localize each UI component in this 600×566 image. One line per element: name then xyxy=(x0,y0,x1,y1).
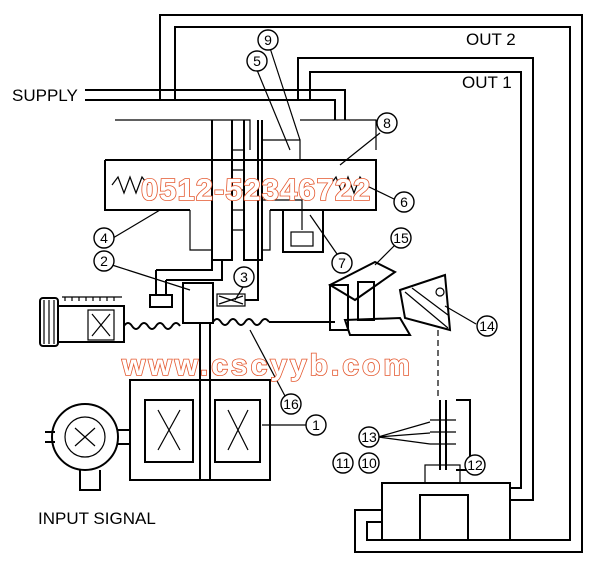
input-connector xyxy=(45,403,130,491)
feedback-spring xyxy=(123,318,335,330)
out1-label: OUT 1 xyxy=(462,73,512,92)
nozzle-tube xyxy=(149,250,223,308)
callout-7: 7 xyxy=(331,252,353,274)
svg-text:7: 7 xyxy=(338,255,346,271)
input-signal-label: INPUT SIGNAL xyxy=(38,509,156,528)
svg-text:8: 8 xyxy=(383,115,391,131)
svg-text:10: 10 xyxy=(361,455,377,471)
callout-1: 1 xyxy=(305,414,327,436)
cam-lever-assembly xyxy=(327,260,452,400)
callout-4: 4 xyxy=(93,227,115,249)
svg-text:16: 16 xyxy=(283,396,299,412)
actuator-assembly xyxy=(381,399,511,541)
svg-text:15: 15 xyxy=(393,230,409,246)
svg-text:13: 13 xyxy=(361,429,377,445)
callout-8: 8 xyxy=(376,112,398,134)
callout-12: 12 xyxy=(464,454,486,476)
callout-15: 15 xyxy=(390,227,412,249)
callout-10: 10 xyxy=(358,452,380,474)
callout-13: 13 xyxy=(358,426,380,448)
callout-3: 3 xyxy=(233,266,255,288)
website-watermark: www.cscyyb.com xyxy=(121,349,413,382)
supply-line xyxy=(85,89,346,120)
callout-9: 9 xyxy=(257,29,279,51)
flapper-assembly xyxy=(182,120,259,324)
pilot-relay xyxy=(104,119,377,261)
callout-5: 5 xyxy=(246,50,268,72)
output-lines xyxy=(159,14,583,553)
zero-adjustment xyxy=(39,296,125,347)
svg-text:1: 1 xyxy=(312,417,320,433)
svg-text:5: 5 xyxy=(253,53,261,69)
callout-16: 16 xyxy=(280,393,302,415)
callout-leaders xyxy=(111,47,477,445)
callout-2: 2 xyxy=(93,250,115,272)
out2-label: OUT 2 xyxy=(466,30,516,49)
svg-text:2: 2 xyxy=(100,253,108,269)
svg-text:3: 3 xyxy=(240,269,248,285)
svg-text:14: 14 xyxy=(479,318,495,334)
supply-label: SUPPLY xyxy=(12,86,78,105)
phone-watermark: 0512-52346722 xyxy=(141,172,371,207)
svg-text:4: 4 xyxy=(100,230,108,246)
svg-text:12: 12 xyxy=(467,457,483,473)
callout-14: 14 xyxy=(476,315,498,337)
svg-text:11: 11 xyxy=(336,455,351,471)
svg-text:6: 6 xyxy=(400,194,408,210)
callout-11: 11 xyxy=(332,452,354,474)
torque-motor xyxy=(129,323,271,481)
callout-6: 6 xyxy=(393,191,415,213)
svg-text:9: 9 xyxy=(264,32,272,48)
